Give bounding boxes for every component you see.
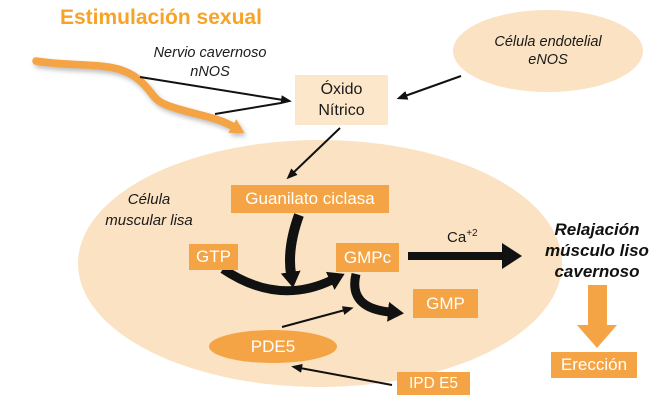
cavernous-nerve-arrow xyxy=(32,57,245,134)
nnos-arrow-upper xyxy=(139,76,292,105)
gmpc-box: GMPc xyxy=(336,243,399,272)
endothelial-cell-label-line1: Célula endotelial xyxy=(494,34,602,50)
relaxation-label: Relajación músculo liso cavernoso xyxy=(537,219,657,282)
no-to-guanylate-arrow xyxy=(286,127,341,180)
nitric-oxide-line1: Óxido xyxy=(320,81,363,98)
ipde5-box: IPD E5 xyxy=(397,372,470,395)
erection-box: Erección xyxy=(551,352,637,378)
calcium-label: Ca+2 xyxy=(447,228,478,246)
pde5-ellipse: PDE5 xyxy=(209,330,337,363)
gtp-to-gmpc-arrow xyxy=(220,265,345,296)
relaxation-line2: músculo liso xyxy=(545,241,649,260)
cavernous-nerve-label-line2: nNOS xyxy=(190,64,230,80)
pde5-action-arrow xyxy=(281,306,354,328)
ipde5-to-pde5-arrow xyxy=(291,363,393,386)
guanylate-down-arrow xyxy=(280,213,304,288)
nnos-arrow-lower xyxy=(214,102,282,115)
smooth-muscle-cell-label-line1: Célula xyxy=(127,191,171,208)
gmpc-to-gmp-arrow xyxy=(350,272,404,322)
endothelial-cell-label-line2: eNOS xyxy=(528,52,568,68)
gmp-box: GMP xyxy=(413,289,478,318)
gtp-box: GTP xyxy=(189,244,238,270)
nitric-oxide-box: Óxido Nítrico xyxy=(295,75,388,125)
relaxation-to-erection-arrow xyxy=(577,285,617,348)
relaxation-line1: Relajación xyxy=(554,220,640,239)
relaxation-line3: cavernoso xyxy=(554,262,640,281)
enos-to-no-arrow xyxy=(396,75,462,100)
smooth-muscle-cell-label: Célula muscular lisa xyxy=(93,189,205,231)
cavernous-nerve-label-line1: Nervio cavernoso xyxy=(153,45,267,61)
calcium-symbol: Ca xyxy=(447,229,467,246)
smooth-muscle-cell-label-line2: muscular lisa xyxy=(105,212,193,229)
nitric-oxide-line2: Nítrico xyxy=(318,102,365,119)
calcium-superscript: +2 xyxy=(466,228,478,239)
guanylate-cyclase-box: Guanilato ciclasa xyxy=(231,185,389,213)
endothelial-cell-ellipse: Célula endotelial eNOS xyxy=(453,10,643,92)
diagram-title: Estimulación sexual xyxy=(60,6,262,29)
cavernous-nerve-label: Nervio cavernoso nNOS xyxy=(139,44,281,82)
